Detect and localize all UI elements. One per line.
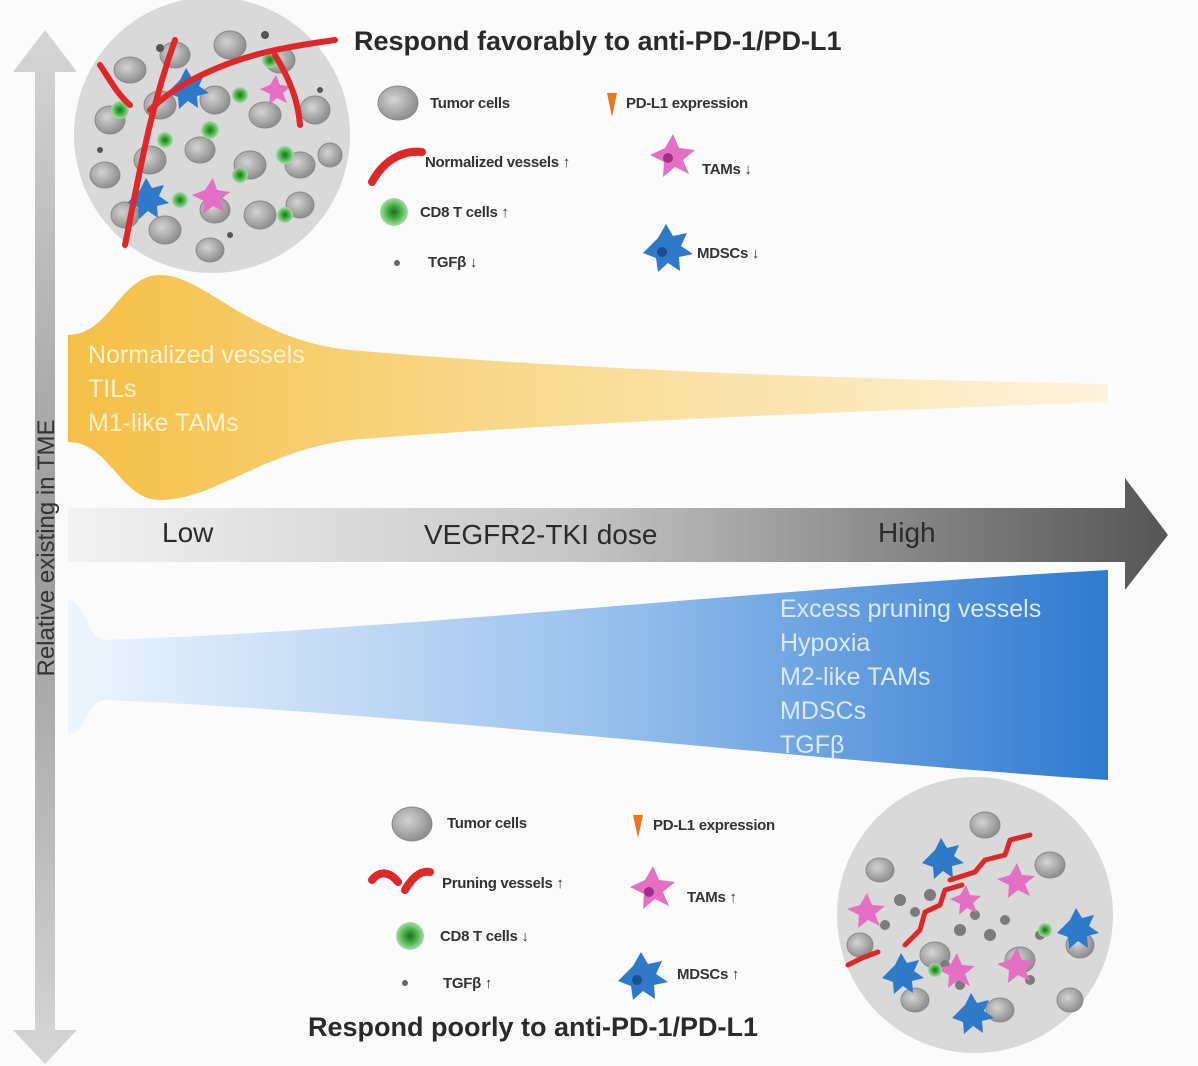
vessel-icon	[368, 867, 434, 894]
legend-mdscs: MDSCs ↓	[697, 245, 760, 262]
yellow-fan-text: Normalized vessels TILs M1-like TAMs	[88, 341, 305, 437]
legend-tams: TAMs ↑	[687, 889, 737, 906]
blue-fan-text: Excess pruning vessels Hypoxia M2-like T…	[780, 595, 1042, 759]
poor-tme-illustration	[837, 777, 1113, 1053]
legend-pruning-vessels: Pruning vessels ↑	[442, 875, 564, 892]
dose-axis-label: VEGFR2-TKI dose	[424, 519, 658, 550]
vessel-icon	[368, 147, 426, 186]
tgfb-icon	[394, 260, 400, 266]
y-axis-arrow	[13, 30, 77, 1064]
tam-icon	[630, 866, 675, 909]
legend-pdl1: PD-L1 expression	[653, 817, 775, 834]
legend-tumor-cells: Tumor cells	[430, 95, 510, 112]
tgfb-icon	[402, 980, 408, 986]
dose-low-label: Low	[162, 517, 214, 548]
dose-high-label: High	[878, 517, 936, 548]
legend-cd8: CD8 T cells ↑	[420, 204, 509, 221]
legend-tumor-cells: Tumor cells	[447, 815, 527, 832]
legend-pdl1: PD-L1 expression	[626, 95, 748, 112]
favorable-response-title: Respond favorably to anti-PD-1/PD-L1	[354, 26, 842, 56]
mdsc-icon	[643, 224, 693, 272]
pdl1-icon	[607, 93, 617, 117]
cd8-icon	[396, 922, 424, 950]
legend-mdscs: MDSCs ↑	[677, 966, 740, 983]
pdl1-icon	[633, 815, 643, 838]
mdsc-icon	[618, 952, 668, 1000]
legend-cd8: CD8 T cells ↓	[440, 928, 529, 945]
tumor-cell-icon	[391, 806, 433, 842]
tam-icon	[650, 134, 695, 177]
dose-arrow	[68, 478, 1168, 590]
favorable-tme-illustration	[74, 0, 350, 273]
legend-tams: TAMs ↓	[702, 161, 752, 178]
poor-response-title: Respond poorly to anti-PD-1/PD-L1	[308, 1012, 759, 1042]
yellow-fan	[68, 275, 1108, 500]
legend-normalized-vessels: Normalized vessels ↑	[425, 154, 570, 171]
legend-tgfb: TGFβ ↓	[428, 254, 478, 271]
tumor-cell-icon	[377, 85, 419, 121]
y-axis-label: Relative existing in TME	[33, 419, 60, 677]
bottom-legend-icons	[368, 806, 675, 1000]
blue-fan	[68, 570, 1108, 780]
top-legend-icons	[368, 85, 695, 272]
legend-tgfb: TGFβ ↑	[443, 975, 493, 992]
cd8-icon	[380, 198, 408, 226]
